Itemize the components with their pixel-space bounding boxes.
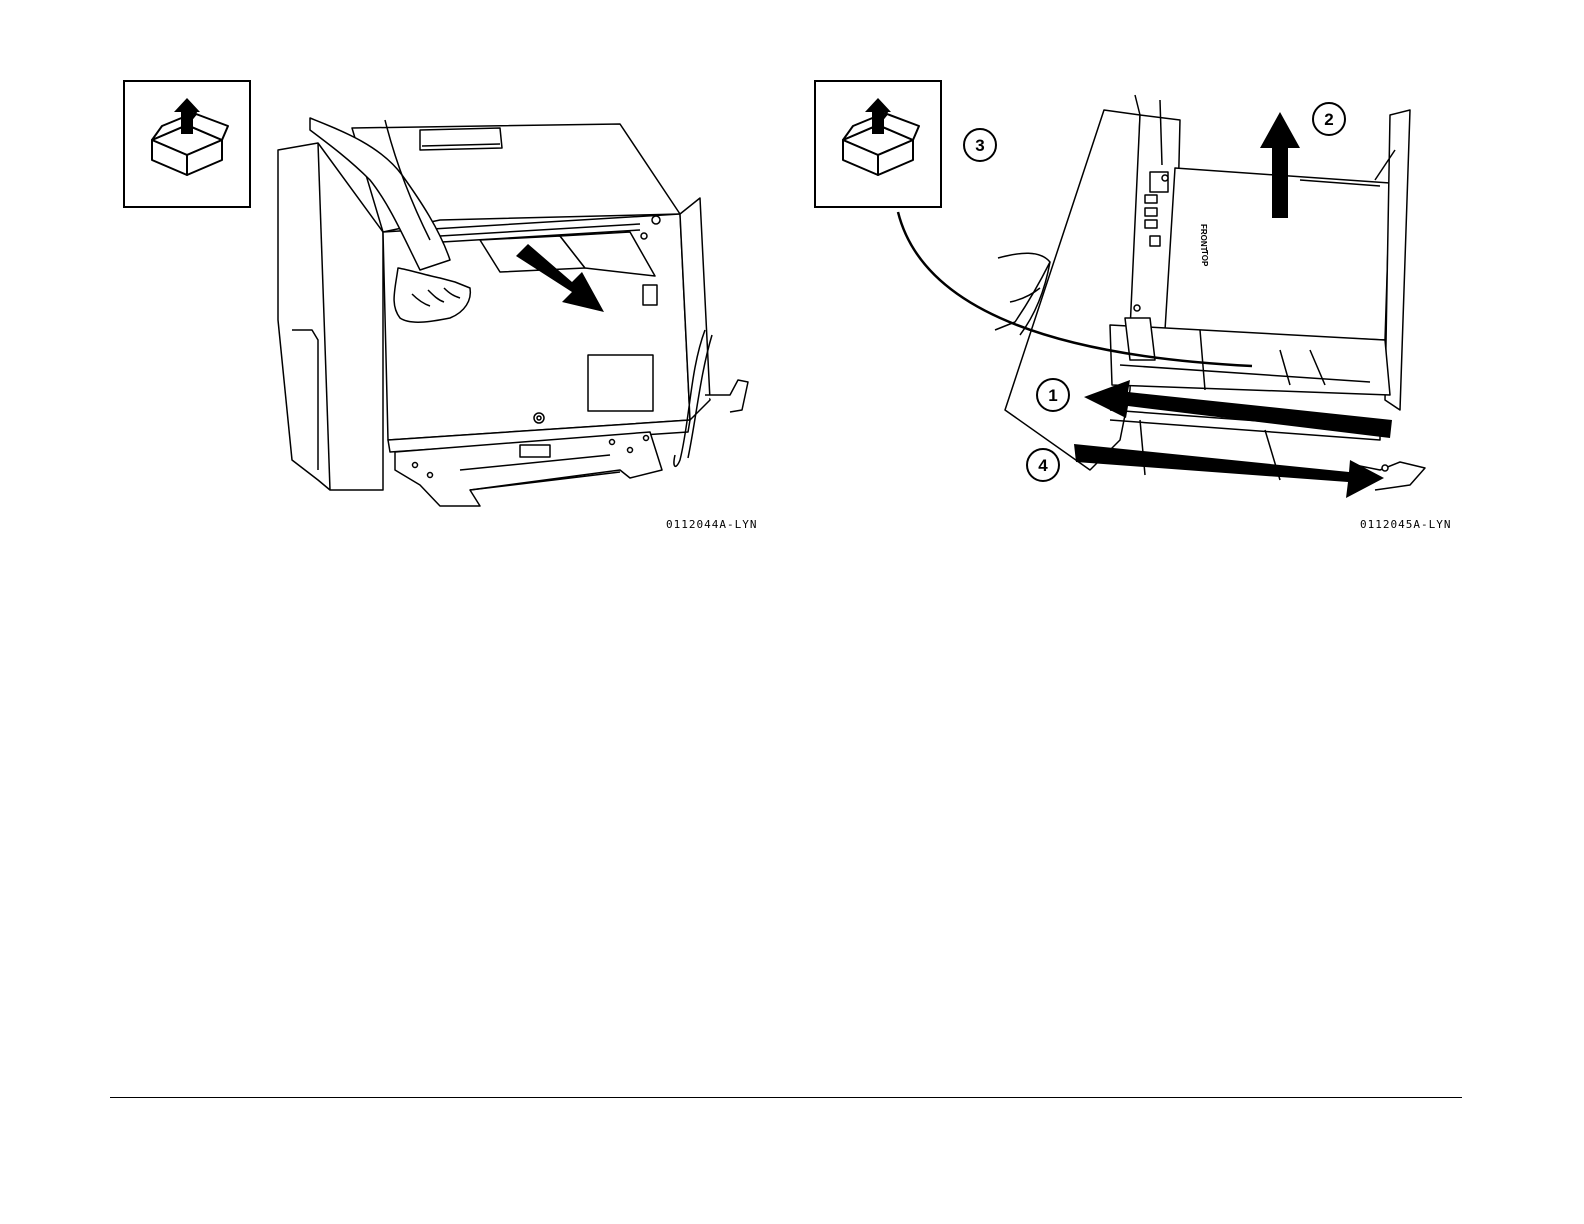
tray-label-top: TOP: [1200, 250, 1209, 267]
svg-text:3: 3: [975, 136, 984, 155]
arrow-up: [1260, 112, 1300, 218]
arrow-left: [1084, 380, 1392, 438]
callout-1: 1: [1037, 379, 1069, 411]
tray-illustration: [995, 95, 1425, 490]
left-figure-id: 0112044A-LYN: [666, 518, 757, 531]
callout-4: 4: [1027, 449, 1059, 481]
left-figure: 0112044A-LYN: [0, 0, 792, 560]
arrow-right: [1074, 444, 1384, 498]
unpack-box-icon: [124, 81, 250, 207]
callout-3: 3: [964, 129, 996, 161]
svg-text:1: 1: [1048, 386, 1057, 405]
unpack-box-icon: [815, 81, 941, 207]
tray-label-front: FRONT: [1199, 224, 1208, 252]
printer-illustration: [278, 118, 748, 506]
footer-rule: [110, 1097, 1462, 1098]
callout-2: 2: [1313, 103, 1345, 135]
right-figure-id: 0112045A-LYN: [1360, 518, 1451, 531]
svg-text:2: 2: [1324, 110, 1333, 129]
svg-text:4: 4: [1038, 456, 1048, 475]
